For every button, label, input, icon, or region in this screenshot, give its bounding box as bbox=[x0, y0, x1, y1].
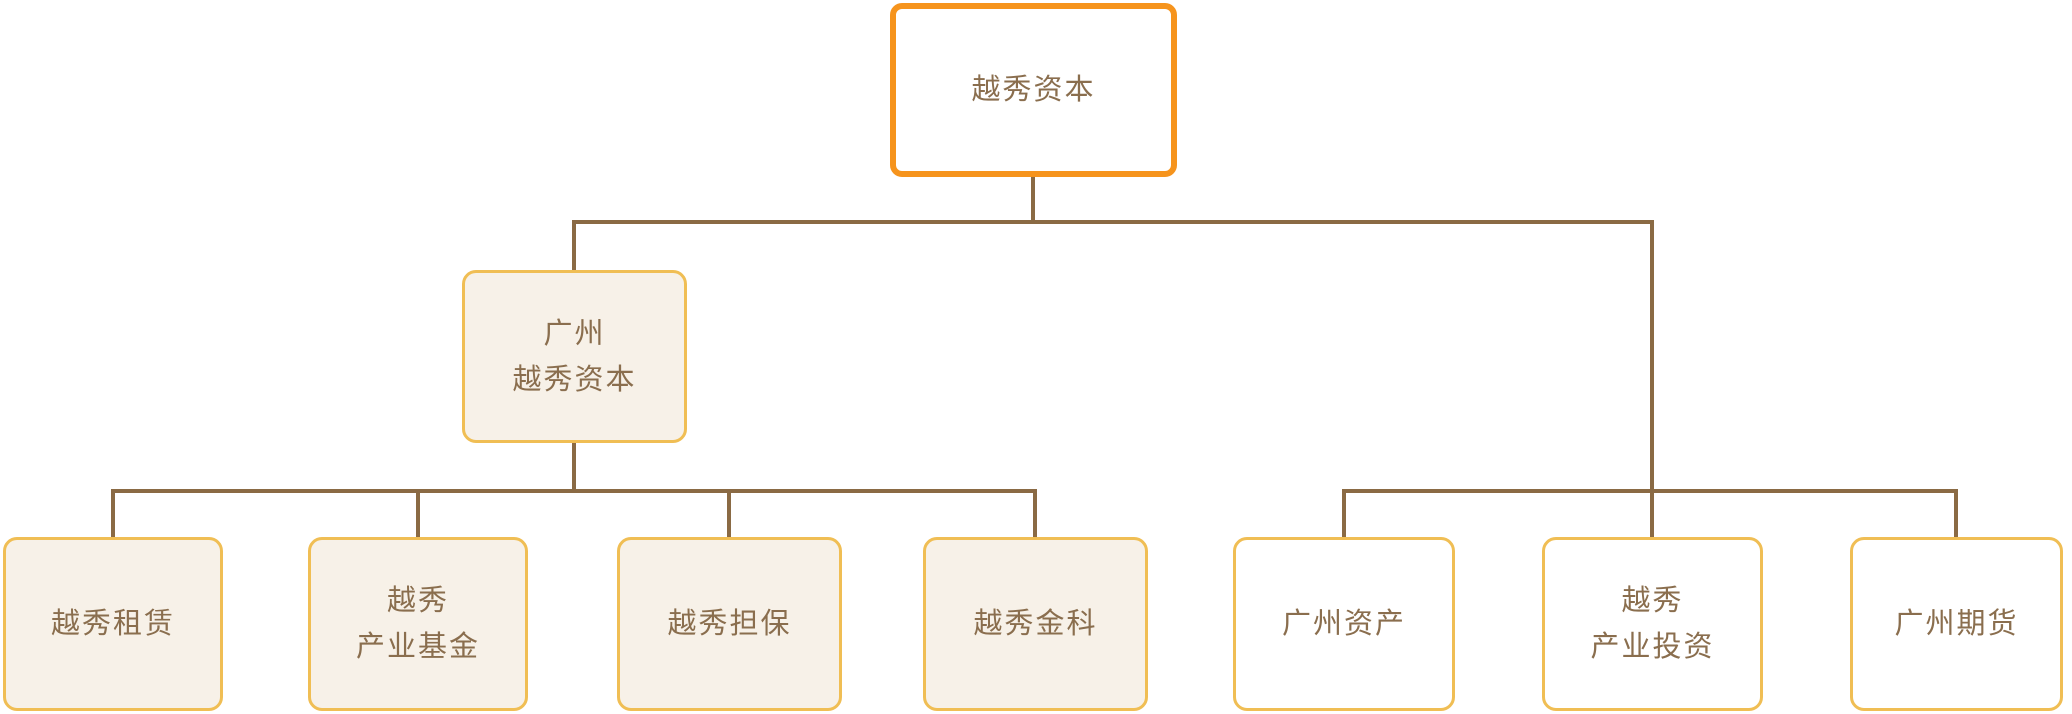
node-yuexiu-industrial-fund: 越秀 产业基金 bbox=[308, 537, 528, 711]
node-label: 越秀金科 bbox=[973, 608, 1098, 640]
connector-stub-futures bbox=[1954, 489, 1958, 537]
node-guangzhou-futures: 广州期货 bbox=[1850, 537, 2063, 711]
connector-stub-fintech bbox=[1033, 489, 1037, 537]
connector-right-horizontal bbox=[1342, 489, 1958, 493]
node-yuexiu-leasing: 越秀租赁 bbox=[3, 537, 223, 711]
node-guangzhou-asset: 广州资产 bbox=[1233, 537, 1455, 711]
connector-subsidiary-top bbox=[572, 220, 576, 270]
node-label: 广州期货 bbox=[1894, 608, 2019, 640]
node-label: 越秀 产业基金 bbox=[355, 585, 480, 663]
node-guangzhou-yuexiu-capital: 广州 越秀资本 bbox=[462, 270, 687, 443]
node-label: 越秀租赁 bbox=[50, 608, 175, 640]
node-yuexiu-capital: 越秀资本 bbox=[890, 3, 1177, 177]
connector-subsidiary-drop bbox=[572, 443, 576, 491]
node-label: 越秀 产业投资 bbox=[1590, 585, 1715, 663]
connector-right-vertical bbox=[1650, 220, 1654, 537]
connector-left-horizontal bbox=[111, 489, 1037, 493]
connector-stub-leasing bbox=[111, 489, 115, 537]
node-label: 广州资产 bbox=[1281, 608, 1406, 640]
node-label: 越秀资本 bbox=[971, 74, 1096, 106]
node-label: 广州 越秀资本 bbox=[512, 317, 637, 396]
node-label: 越秀担保 bbox=[667, 608, 792, 640]
node-yuexiu-fintech: 越秀金科 bbox=[923, 537, 1148, 711]
connector-stub-fund bbox=[416, 489, 420, 537]
connector-stub-guarantee bbox=[727, 489, 731, 537]
connector-top-horizontal bbox=[572, 220, 1654, 224]
node-yuexiu-industrial-investment: 越秀 产业投资 bbox=[1542, 537, 1763, 711]
node-yuexiu-guarantee: 越秀担保 bbox=[617, 537, 842, 711]
connector-stub-asset bbox=[1342, 489, 1346, 537]
connector-root-drop bbox=[1031, 177, 1035, 224]
